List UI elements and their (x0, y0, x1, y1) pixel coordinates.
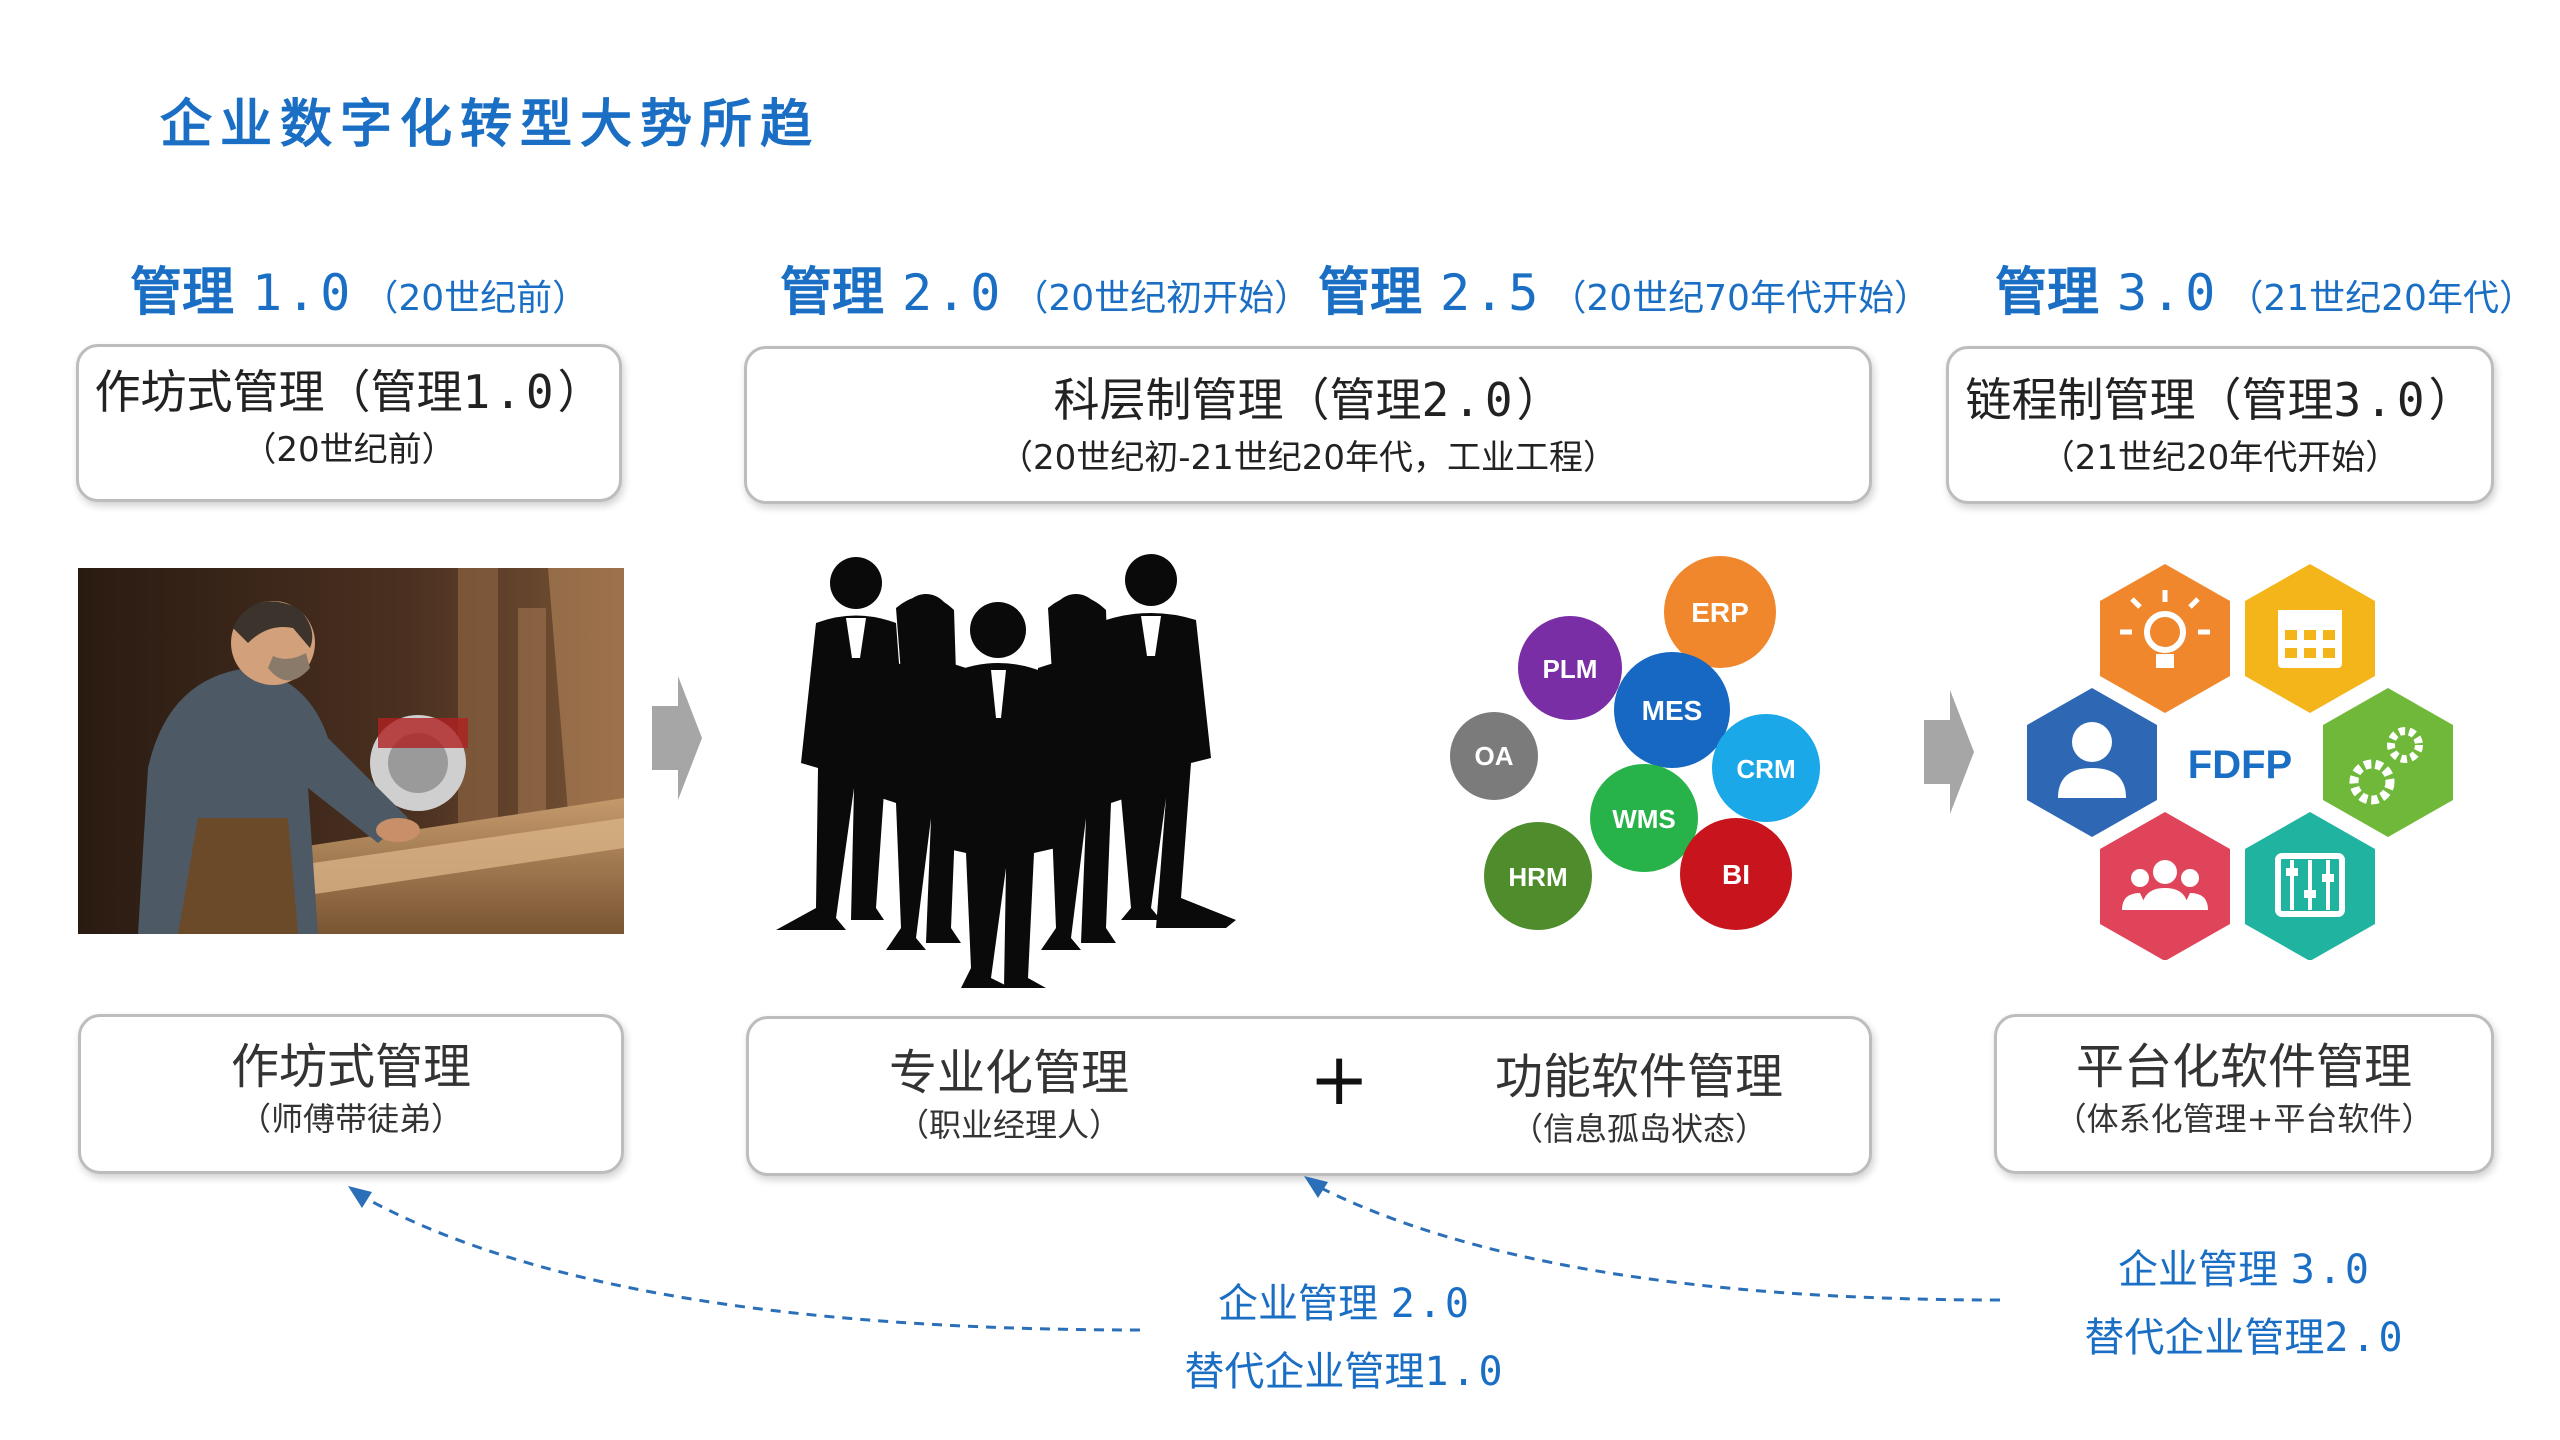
professional-function-box: 专业化管理 （职业经理人） + 功能软件管理 （信息孤岛状态） (746, 1016, 1872, 1176)
svg-text:CRM: CRM (1736, 754, 1795, 784)
platform-software-box: 平台化软件管理 （体系化管理+平台软件） (1994, 1014, 2494, 1174)
function-software-management: 功能软件管理 （信息孤岛状态） (1494, 1049, 1783, 1148)
user-icon (2027, 688, 2157, 837)
lightbulb-icon (2100, 564, 2230, 713)
business-team-silhouette (776, 554, 1236, 988)
gears-icon (2323, 688, 2453, 837)
svg-text:MES: MES (1642, 695, 1703, 726)
bubble-mes: MES (1614, 652, 1730, 768)
bubble-wms: WMS (1590, 764, 1698, 872)
svg-text:PLM: PLM (1543, 654, 1598, 684)
workshop-box: 作坊式管理 （师傅带徒弟） (78, 1014, 624, 1174)
bubble-plm: PLM (1518, 616, 1622, 720)
professional-management: 专业化管理 （职业经理人） (888, 1045, 1129, 1144)
bureaucratic-management-box: 科层制管理（管理2.0） （20世纪初-21世纪20年代，工业工程） (744, 346, 1872, 504)
bubble-crm: CRM (1712, 714, 1820, 822)
bubble-hrm: HRM (1484, 822, 1592, 930)
bubble-oa: OA (1450, 712, 1538, 800)
calendar-icon (2245, 564, 2375, 713)
page-title: 企业数字化转型大势所趋 (160, 95, 821, 155)
note-management-2: 企业管理 2.0 替代企业管理1.0 (1184, 1281, 1506, 1395)
svg-text:HRM: HRM (1508, 862, 1567, 892)
platform-hex-cluster: FDFP (2027, 564, 2453, 960)
chain-management-box: 链程制管理（管理3.0） （21世纪20年代开始） (1946, 346, 2494, 504)
plus-sign: + (1309, 1037, 1370, 1121)
carpenter-photo (78, 568, 624, 934)
arrow-right-icon (652, 676, 702, 800)
team-icon (2100, 812, 2230, 960)
svg-text:WMS: WMS (1612, 804, 1676, 834)
note-management-3: 企业管理 3.0 替代企业管理2.0 (2084, 1247, 2406, 1361)
arrow-to-professional (1314, 1183, 2001, 1302)
svg-text:BI: BI (1722, 859, 1750, 890)
svg-text:OA: OA (1475, 741, 1514, 771)
svg-text:ERP: ERP (1691, 597, 1749, 628)
fdfp-label: FDFP (2188, 743, 2292, 787)
abacus-icon (2245, 812, 2375, 960)
workshop-management-box: 作坊式管理（管理1.0） （20世纪前） (76, 344, 622, 502)
arrow-to-workshop (359, 1193, 1141, 1332)
arrowhead-icon (1304, 1176, 1328, 1198)
arrowhead-icon (348, 1186, 372, 1208)
bubble-bi: BI (1680, 818, 1792, 930)
software-bubble-cluster: ERP PLM MES OA CRM WMS HRM BI (1450, 556, 1820, 930)
arrow-right-icon (1924, 690, 1974, 814)
bubble-erp: ERP (1664, 556, 1776, 668)
